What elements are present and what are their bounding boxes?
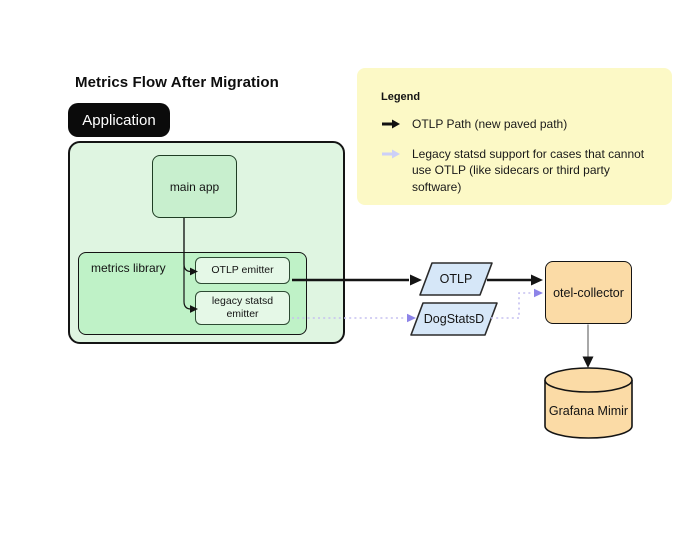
diagram-title: Metrics Flow After Migration [75, 74, 279, 91]
otlp-path-arrow-icon [382, 119, 400, 129]
node-otlp-emitter: OTLP emitter [195, 257, 290, 284]
node-otlp-label: OTLP [439, 272, 473, 286]
legacy-path-arrow-icon [382, 149, 400, 159]
legend-item-otlp: OTLP Path (new paved path) [381, 116, 654, 133]
node-dogstatsd-label: DogStatsD [423, 312, 485, 326]
metrics-library-label: metrics library [91, 261, 166, 275]
legend-panel: Legend OTLP Path (new paved path) Legacy… [357, 68, 672, 205]
application-container: main app metrics library OTLP emitter le… [68, 141, 345, 344]
node-grafana-mimir-label: Grafana Mimir [548, 404, 629, 418]
node-otlp-shape [419, 262, 493, 296]
collector-to-mimir-arrow [582, 324, 594, 368]
legend-item-label: OTLP Path (new paved path) [412, 117, 568, 131]
application-label: Application [68, 103, 170, 137]
node-metrics-library: metrics library OTLP emitter legacy stat… [78, 252, 307, 335]
node-grafana-mimir-shape [544, 367, 633, 439]
node-main-app: main app [152, 155, 237, 218]
legend-title: Legend [381, 91, 421, 103]
legend-item-legacy: Legacy statsd support for cases that can… [381, 146, 654, 196]
node-dogstatsd-shape [410, 302, 498, 336]
node-otel-collector: otel-collector [545, 261, 632, 324]
legend-item-label: Legacy statsd support for cases that can… [412, 146, 645, 194]
node-legacy-statsd-emitter: legacy statsd emitter [195, 291, 290, 325]
